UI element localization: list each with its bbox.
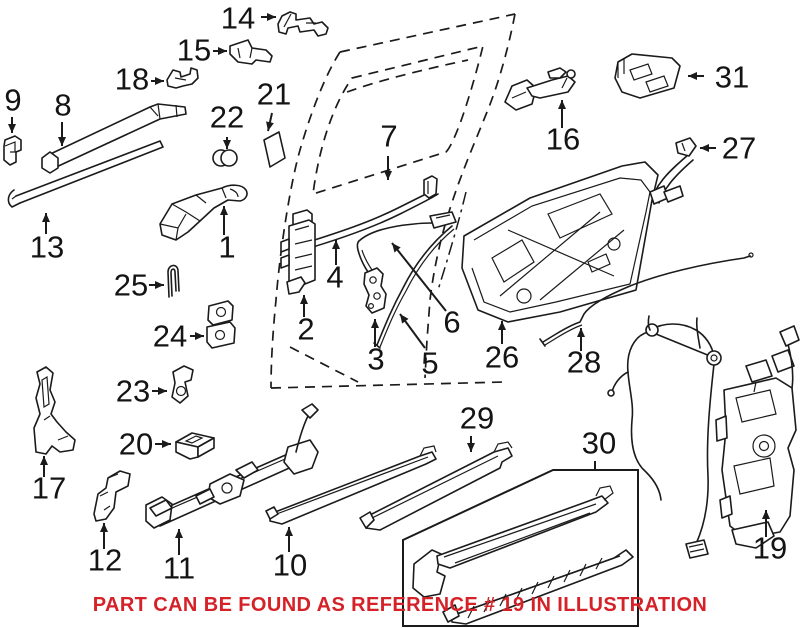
part-8-molding: [41, 103, 187, 174]
part-6-cable: [356, 211, 457, 273]
callout-6: 6: [443, 304, 461, 340]
callout-22: 22: [209, 99, 245, 135]
part-18-bracket: [166, 67, 199, 89]
callout-14: 14: [220, 0, 256, 36]
part-31-bracket: [614, 53, 681, 99]
part-10-channel: [265, 445, 437, 525]
callout-21: 21: [256, 76, 292, 112]
door-outline: [270, 13, 516, 389]
part-12-bracket: [93, 470, 131, 522]
callout-18: 18: [114, 61, 150, 97]
callout-4: 4: [326, 259, 344, 295]
part-26-inner-panel: [461, 161, 659, 323]
part-20-bracket: [175, 432, 215, 460]
part-30-box: [402, 461, 639, 627]
callout-20: 20: [118, 426, 154, 462]
callout-31: 31: [714, 59, 750, 95]
callout-17: 17: [31, 470, 67, 506]
callout-13: 13: [29, 229, 65, 265]
callout-23: 23: [115, 373, 151, 409]
callout-29: 29: [459, 400, 495, 436]
callout-30: 30: [581, 425, 617, 461]
callout-19: 19: [752, 530, 788, 566]
part-9-clip: [3, 135, 22, 166]
part-3-bracket: [363, 267, 387, 314]
callout-7: 7: [380, 118, 398, 154]
callout-5: 5: [421, 345, 439, 381]
part-21-strip: [263, 131, 286, 168]
leader-arrows: [8, 13, 770, 555]
callout-27: 27: [721, 130, 757, 166]
callout-10: 10: [272, 547, 308, 583]
part-25-clip: [167, 264, 180, 298]
part-27-bracket: [649, 137, 697, 205]
callout-2: 2: [297, 311, 315, 347]
part-19-latch-assembly: [607, 315, 800, 559]
part-15-bracket: [229, 39, 273, 65]
part-28-rod: [539, 252, 754, 347]
callout-28: 28: [566, 344, 602, 380]
callout-16: 16: [545, 121, 581, 157]
callout-24: 24: [152, 318, 188, 354]
part-17-guide: [33, 366, 76, 455]
part-2-lock: [280, 209, 316, 295]
part-11-track: [145, 403, 319, 529]
callout-15: 15: [176, 32, 212, 68]
callout-11: 11: [162, 550, 196, 586]
part-7-rod: [296, 175, 439, 252]
reference-note: PART CAN BE FOUND AS REFERENCE # 19 IN I…: [92, 594, 708, 616]
part-23-bracket: [171, 365, 194, 404]
callout-3: 3: [367, 341, 385, 377]
part-24-clip: [206, 300, 236, 349]
part-13-weatherstrip: [7, 140, 164, 208]
part-14-bracket: [277, 11, 329, 37]
part-29-rail: [359, 441, 513, 531]
part-16-roller-bracket: [504, 67, 576, 111]
part-5-rod: [373, 225, 455, 349]
part-1-handle: [159, 184, 248, 241]
callout-25: 25: [113, 267, 149, 303]
part-22-grommet: [212, 149, 238, 167]
callout-26: 26: [484, 339, 520, 375]
callout-1: 1: [218, 229, 236, 265]
callout-12: 12: [87, 542, 123, 578]
callout-9: 9: [4, 82, 22, 118]
callout-8: 8: [54, 87, 72, 123]
